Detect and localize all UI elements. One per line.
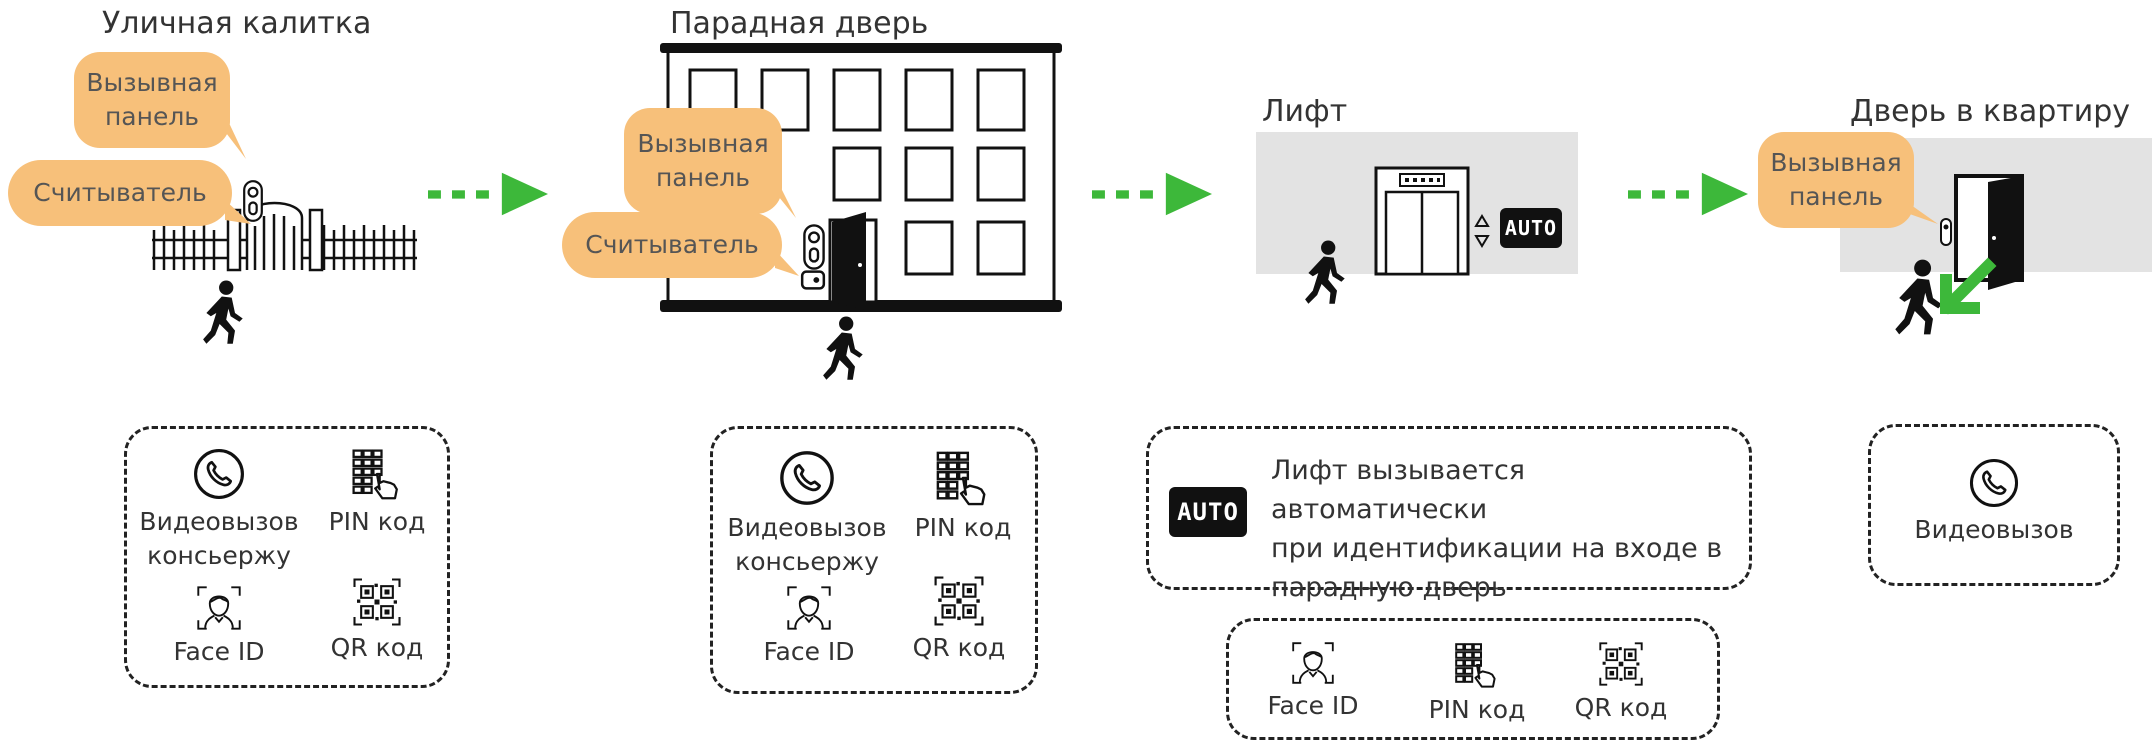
option-video-call-apartment: Видеовызов xyxy=(1879,457,2109,547)
arrow-icon-1 xyxy=(428,170,548,218)
arrow-icon-2 xyxy=(1092,170,1212,218)
face-id-icon xyxy=(786,585,832,631)
phone-icon xyxy=(778,449,836,507)
call-panel-icon-apartment xyxy=(1940,218,1952,246)
elevator-doors-icon xyxy=(1374,166,1470,276)
person-icon-entrance xyxy=(822,316,866,382)
call-panel-bubble-apartment: Вызывная панель xyxy=(1758,132,1914,228)
stage-title-apartment: Дверь в квартиру xyxy=(1850,94,2131,129)
face-id-icon xyxy=(1291,641,1335,685)
reader-bubble-gate: Считыватель xyxy=(8,160,232,226)
keypad-icon xyxy=(1451,641,1503,689)
gate-fence-icon xyxy=(152,201,417,272)
phone-icon xyxy=(192,447,246,501)
lift-description: Лифт вызывается автоматически при иденти… xyxy=(1271,455,1723,604)
lift-info-box: AUTO Лифт вызывается автоматически при и… xyxy=(1146,426,1752,603)
option-qr-lift: QR код xyxy=(1551,641,1691,725)
qr-icon xyxy=(1598,641,1644,687)
auto-badge-lift: AUTO xyxy=(1500,208,1562,248)
lift-options-box: Face ID PIN код QR код xyxy=(1226,618,1720,740)
option-qr-entrance: QR код xyxy=(889,575,1029,665)
arrow-icon-3 xyxy=(1628,170,1748,218)
option-face-id-gate: Face ID xyxy=(149,585,289,669)
stage-title-entrance: Парадная дверь xyxy=(670,6,929,41)
option-pin-gate: PIN код xyxy=(307,447,447,539)
auto-badge-info: AUTO xyxy=(1169,487,1247,537)
qr-icon xyxy=(352,577,402,627)
stage-title-gate: Уличная калитка xyxy=(102,6,372,41)
gate-options-box: Видеовызов консьержу PIN код Face ID QR … xyxy=(124,426,450,688)
apartment-door-icon xyxy=(1954,174,2024,290)
keypad-icon xyxy=(350,447,404,501)
option-pin-entrance: PIN код xyxy=(893,449,1033,545)
bubble-tail-gate-reader xyxy=(225,200,251,224)
option-qr-gate: QR код xyxy=(307,577,447,665)
person-icon-apartment xyxy=(1894,256,1946,340)
phone-icon xyxy=(1968,457,2020,509)
entrance-options-box: Видеовызов консьержу PIN код Face ID QR … xyxy=(710,426,1038,694)
lift-up-down-icon xyxy=(1474,214,1490,248)
apartment-options-box: Видеовызов xyxy=(1868,424,2120,586)
option-video-call-entrance: Видеовызов консьержу xyxy=(719,449,895,579)
bubble-tail-apartment xyxy=(1904,200,1938,224)
bubble-tail-entrance-reader xyxy=(775,250,799,276)
keypad-icon xyxy=(934,449,992,507)
option-face-id-lift: Face ID xyxy=(1253,641,1373,723)
person-icon-lift xyxy=(1304,240,1348,306)
call-panel-icon-entrance xyxy=(802,222,826,272)
bubble-tail-gate xyxy=(220,125,246,159)
call-panel-bubble-entrance: Вызывная панель xyxy=(624,108,782,214)
option-video-call-gate: Видеовызов консьержу xyxy=(131,447,307,573)
qr-icon xyxy=(933,575,985,627)
bubble-tail-entrance xyxy=(770,186,796,218)
entry-arrow-icon xyxy=(1939,257,1997,315)
stage-title-lift: Лифт xyxy=(1262,94,1348,129)
face-id-icon xyxy=(196,585,242,631)
person-icon-gate xyxy=(202,280,246,346)
option-pin-lift: PIN код xyxy=(1407,641,1547,727)
option-face-id-entrance: Face ID xyxy=(739,585,879,669)
reader-bubble-entrance: Считыватель xyxy=(562,212,782,278)
call-panel-bubble-gate: Вызывная панель xyxy=(74,52,230,148)
